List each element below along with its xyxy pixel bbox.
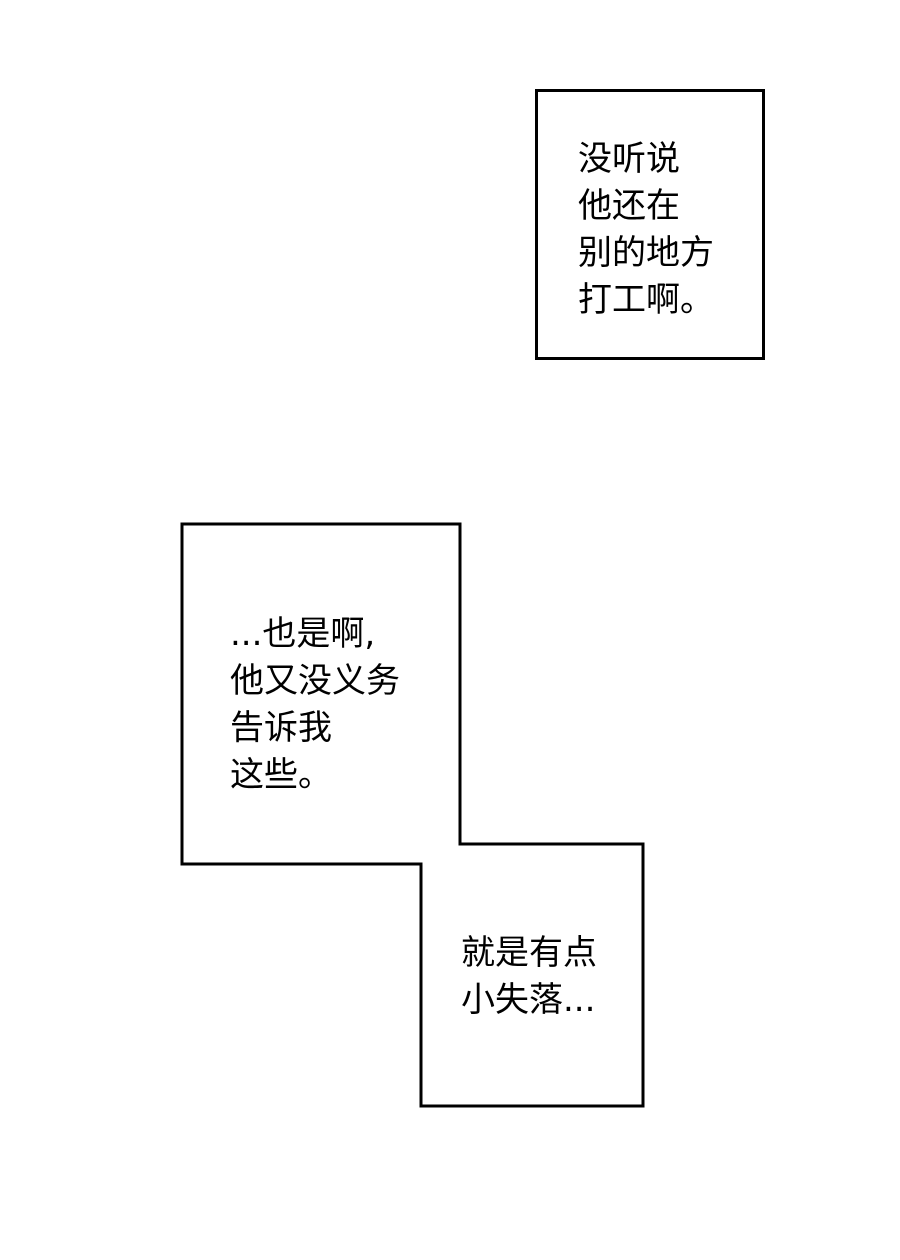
caption-line: 他又没义务 bbox=[230, 661, 400, 701]
caption-line: 没听说 bbox=[578, 139, 680, 179]
caption-line: ...也是啊, bbox=[230, 614, 376, 654]
caption-box-top bbox=[535, 89, 765, 360]
caption-text-middle: ...也是啊, 他又没义务 告诉我 这些。 bbox=[230, 611, 400, 799]
caption-line: 他还在 bbox=[578, 186, 680, 226]
caption-line: 这些。 bbox=[230, 755, 332, 795]
caption-text-top: 没听说 他还在 别的地方 打工啊。 bbox=[578, 136, 714, 324]
caption-line: 打工啊。 bbox=[578, 280, 714, 320]
caption-text-bottom: 就是有点 小失落... bbox=[461, 930, 597, 1024]
caption-line: 小失落... bbox=[461, 980, 596, 1020]
caption-line: 告诉我 bbox=[230, 708, 332, 748]
caption-line: 别的地方 bbox=[578, 233, 714, 273]
caption-line: 就是有点 bbox=[461, 933, 597, 973]
